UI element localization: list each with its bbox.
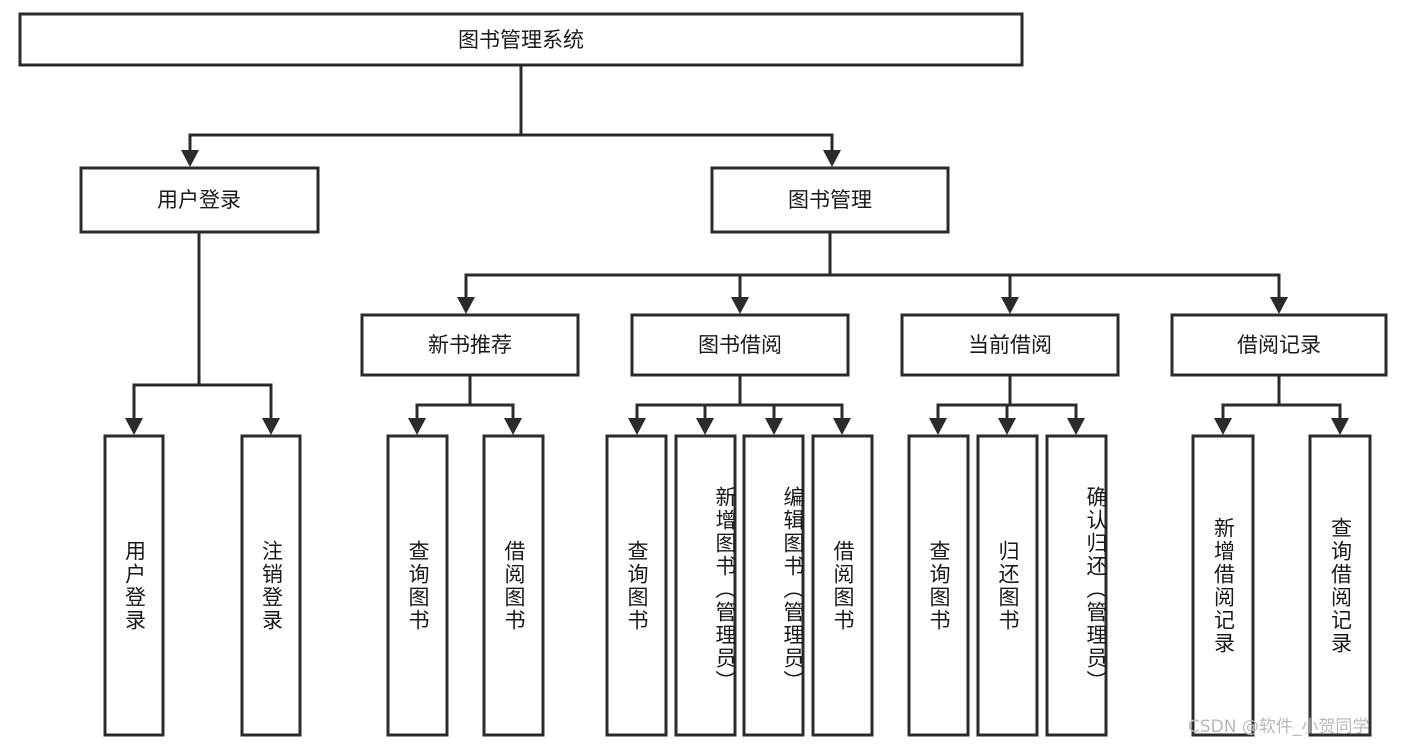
connector-root-user-login (181, 133, 199, 167)
node-root[interactable]: 图书管理系统 (18, 12, 1024, 67)
connector-user-login-bus (125, 230, 280, 435)
node-borrow-record[interactable]: 借阅记录 (1170, 313, 1388, 377)
leaf-node-borrow-book-recommend[interactable] (482, 434, 545, 737)
leaf-node-query-book-recommend[interactable] (386, 434, 449, 737)
leaf-node-logout[interactable] (240, 434, 302, 737)
connector-book-borrow-bus (628, 373, 851, 435)
leaf-node-add-borrow-record[interactable] (1191, 434, 1255, 737)
connector-borrow-record-bus (1214, 373, 1349, 435)
leaf-node-query-book-current[interactable] (907, 434, 970, 737)
node-book-manage-label: 图书管理 (788, 188, 872, 212)
leaf-node-query-book-borrow[interactable] (605, 434, 668, 737)
node-book-borrow-label: 图书借阅 (698, 333, 782, 357)
leaf-node-borrow-book[interactable] (811, 434, 874, 737)
node-current-borrow-label: 当前借阅 (968, 333, 1052, 357)
node-root-label: 图书管理系统 (458, 28, 584, 52)
connector-book-manage-bus (457, 230, 1288, 314)
node-book-manage[interactable]: 图书管理 (710, 166, 950, 234)
node-current-borrow[interactable]: 当前借阅 (900, 313, 1120, 377)
connector-new-book-bus (408, 373, 522, 435)
node-new-book-recommend-label: 新书推荐 (428, 333, 512, 357)
leaf-node-confirm-return-admin[interactable] (1045, 434, 1108, 737)
node-user-login[interactable]: 用户登录 (79, 166, 320, 234)
node-new-book-recommend[interactable]: 新书推荐 (360, 313, 580, 377)
leaf-node-query-borrow-record[interactable] (1308, 434, 1372, 737)
connector-current-borrow-bus (929, 373, 1085, 435)
connector-root-book-manage (823, 133, 841, 167)
leaf-node-return-book[interactable] (976, 434, 1039, 737)
connector-root-bus (188, 63, 834, 137)
leaf-node-user-login[interactable] (103, 434, 165, 737)
leaf-node-edit-book-admin[interactable] (742, 434, 805, 737)
node-book-borrow[interactable]: 图书借阅 (630, 313, 850, 377)
csdn-watermark: CSDN @软件_小贺同学 (1188, 717, 1370, 737)
node-borrow-record-label: 借阅记录 (1237, 333, 1321, 357)
leaf-node-add-book-admin[interactable] (674, 434, 737, 737)
node-user-login-label: 用户登录 (157, 188, 241, 212)
